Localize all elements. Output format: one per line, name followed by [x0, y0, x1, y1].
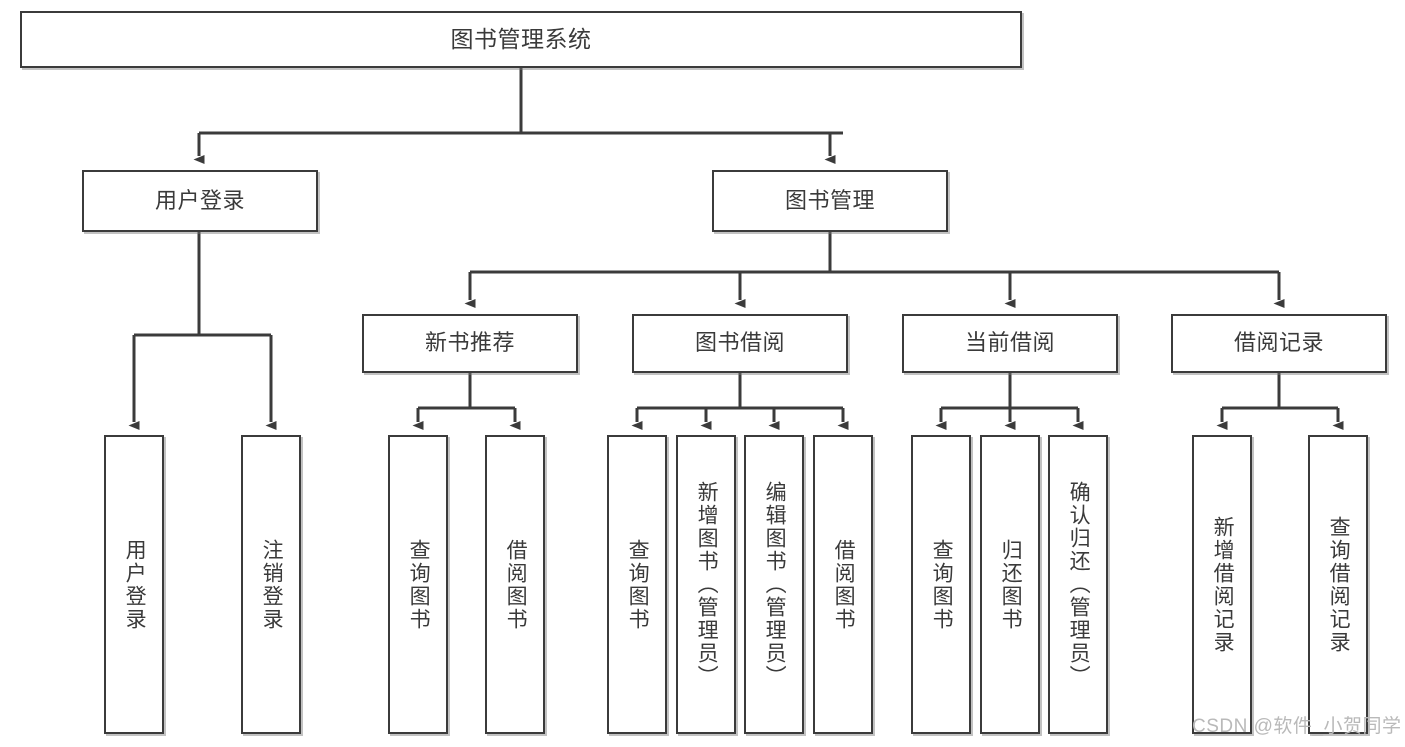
node-book-borrow-label: 图书借阅 — [694, 330, 785, 356]
node-leaf-query-book-3-label: 查询图书 — [930, 538, 954, 631]
node-leaf-add-record[interactable]: 新增借阅记录 — [1192, 435, 1252, 734]
node-leaf-add-book-label: 新增图书（管理员） — [695, 481, 719, 688]
node-leaf-return-book-label: 归还图书 — [999, 538, 1023, 631]
node-leaf-query-book-1-label: 查询图书 — [407, 538, 431, 631]
node-current-borrow[interactable]: 当前借阅 — [902, 314, 1118, 373]
node-borrow-record-label: 借阅记录 — [1233, 330, 1324, 356]
node-new-book-recommend-label: 新书推荐 — [424, 330, 515, 356]
node-user-login[interactable]: 用户登录 — [82, 170, 318, 232]
node-leaf-borrow-book-1-label: 借阅图书 — [504, 538, 528, 631]
node-root-label: 图书管理系统 — [450, 25, 592, 52]
node-leaf-confirm-return-label: 确认归还（管理员） — [1067, 481, 1091, 688]
node-leaf-user-logout-label: 注销登录 — [260, 538, 284, 631]
node-user-login-label: 用户登录 — [154, 187, 245, 213]
node-new-book-recommend[interactable]: 新书推荐 — [362, 314, 578, 373]
node-leaf-query-book-3[interactable]: 查询图书 — [911, 435, 971, 734]
node-leaf-borrow-book-2-label: 借阅图书 — [832, 538, 856, 631]
node-book-manage[interactable]: 图书管理 — [712, 170, 948, 232]
node-leaf-user-login[interactable]: 用户登录 — [104, 435, 164, 734]
node-leaf-add-book[interactable]: 新增图书（管理员） — [676, 435, 736, 734]
node-book-manage-label: 图书管理 — [784, 187, 875, 213]
node-leaf-confirm-return[interactable]: 确认归还（管理员） — [1048, 435, 1108, 734]
node-leaf-edit-book[interactable]: 编辑图书（管理员） — [744, 435, 804, 734]
node-leaf-return-book[interactable]: 归还图书 — [980, 435, 1040, 734]
node-leaf-query-book-2[interactable]: 查询图书 — [607, 435, 667, 734]
node-root[interactable]: 图书管理系统 — [20, 11, 1022, 68]
node-leaf-query-book-1[interactable]: 查询图书 — [388, 435, 448, 734]
node-leaf-user-logout[interactable]: 注销登录 — [241, 435, 301, 734]
node-leaf-user-login-label: 用户登录 — [123, 538, 147, 631]
node-leaf-query-record[interactable]: 查询借阅记录 — [1308, 435, 1368, 734]
node-leaf-query-book-2-label: 查询图书 — [626, 538, 650, 631]
node-leaf-edit-book-label: 编辑图书（管理员） — [763, 481, 787, 688]
node-book-borrow[interactable]: 图书借阅 — [632, 314, 848, 373]
node-leaf-query-record-label: 查询借阅记录 — [1327, 515, 1351, 654]
node-leaf-borrow-book-2[interactable]: 借阅图书 — [813, 435, 873, 734]
node-current-borrow-label: 当前借阅 — [964, 330, 1055, 356]
node-leaf-borrow-book-1[interactable]: 借阅图书 — [485, 435, 545, 734]
node-leaf-add-record-label: 新增借阅记录 — [1211, 515, 1235, 654]
node-borrow-record[interactable]: 借阅记录 — [1171, 314, 1387, 373]
